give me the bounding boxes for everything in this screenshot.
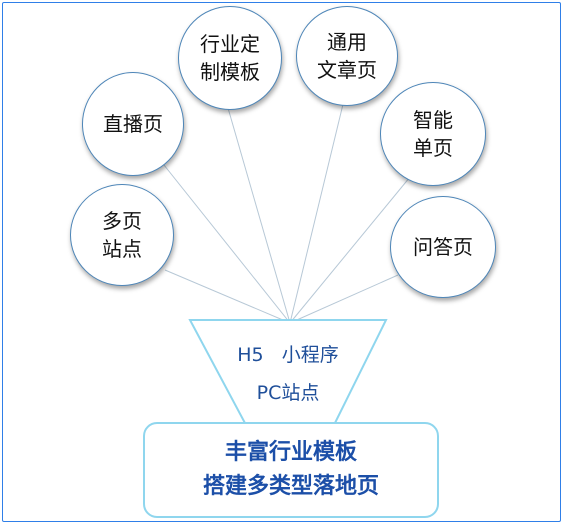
funnel-line-2: PC站点 [256,382,320,404]
bubble-live: 直播页 [82,72,184,176]
funnel-line-1: H5 小程序 [237,344,339,366]
connector-line [289,274,399,324]
connector-line [159,159,291,324]
connector-line [289,176,411,324]
connector-line [164,269,291,324]
bubble-qa: 问答页 [390,196,496,298]
bubble-general-article: 通用 文章页 [296,6,398,106]
result-box: 丰富行业模板 搭建多类型落地页 [143,422,439,518]
bubble-industry-template: 行业定 制模板 [178,6,282,110]
bubble-smart-single: 智能 单页 [380,82,486,186]
connector-line [227,107,291,324]
bubble-multi-site: 多页 站点 [70,184,174,286]
connector-line [289,95,346,324]
outer-frame [2,2,561,522]
funnel-shape [188,319,388,426]
